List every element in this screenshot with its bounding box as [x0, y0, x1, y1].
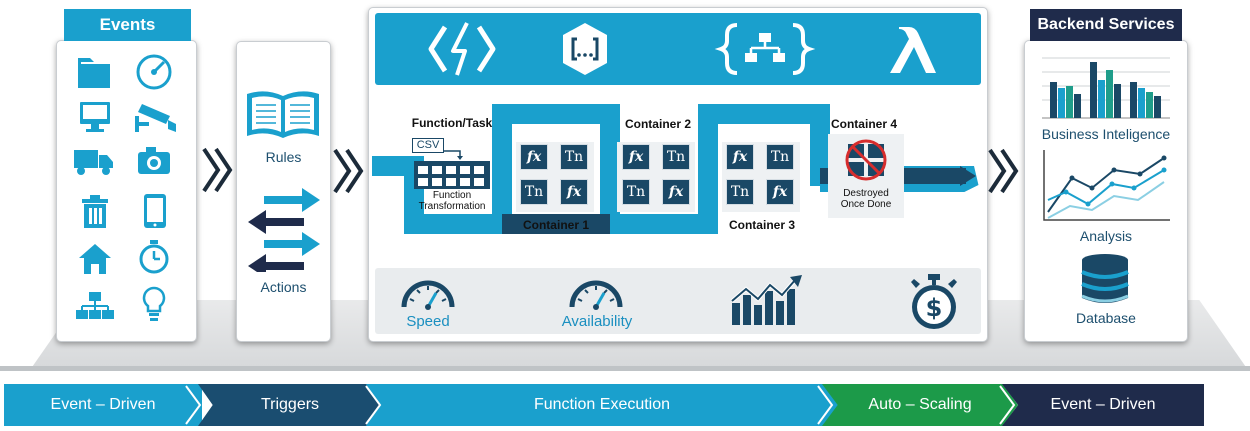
destroyed-container-icon — [845, 139, 887, 181]
truck-icon — [74, 150, 113, 175]
folder-icon — [78, 58, 111, 88]
phase-label: Event – Driven — [1050, 396, 1156, 413]
tablet-icon — [144, 194, 166, 228]
csv-label: CSV — [416, 139, 440, 151]
triggers-card — [236, 41, 331, 342]
swap-arrows-icon — [248, 188, 320, 272]
backend-title: Backend Services — [1030, 9, 1182, 41]
tn-tile: Tn — [520, 179, 548, 205]
execution-top-icons — [428, 22, 936, 76]
gauge-icon — [136, 54, 172, 90]
database-icon — [1081, 254, 1129, 303]
stage-rim — [0, 366, 1250, 371]
phase-triggers: Triggers — [198, 384, 382, 426]
availability-icon — [569, 280, 623, 310]
tn-tile: Tn — [622, 179, 650, 205]
svg-text:$: $ — [926, 294, 943, 322]
phase-label: Function Execution — [533, 396, 671, 413]
container-2-label: Container 2 — [624, 117, 691, 131]
phase-label: Auto – Scaling — [868, 396, 972, 413]
database-label: Database — [1076, 310, 1136, 326]
container-4-label: Container 4 — [830, 117, 897, 131]
camera-icon — [138, 147, 170, 174]
events-title: Events — [64, 9, 191, 41]
phase-separators — [185, 385, 1016, 425]
flow-chevron-3 — [988, 146, 1022, 201]
phase-event-driven-end: Event – Driven — [1002, 384, 1204, 426]
execution-top-banner — [375, 13, 981, 85]
structure-icon — [714, 23, 816, 75]
fx-tile: fx — [662, 179, 690, 205]
execution-bottom-panel — [375, 268, 981, 334]
trash-icon — [82, 195, 108, 228]
book-icon — [247, 91, 319, 138]
azure-functions-icon — [428, 22, 496, 76]
bi-bar-chart-icon — [1042, 57, 1170, 119]
phase-label: Triggers — [260, 396, 320, 413]
events-icons — [74, 54, 176, 321]
stopwatch-icon — [139, 240, 169, 274]
tn-tile: Tn — [766, 144, 794, 170]
monitor-icon — [80, 102, 110, 132]
cost-stopwatch-icon: $ — [911, 274, 957, 329]
flow-arrowhead — [960, 166, 976, 186]
phase-label: Event – Driven — [50, 396, 156, 413]
function-transformation-label: Function Transformation — [418, 190, 486, 212]
function-grid-icon — [414, 150, 490, 189]
growth-chart-icon — [730, 275, 802, 325]
flow-chevron-1 — [202, 145, 236, 205]
fx-tile: fx — [520, 144, 548, 170]
fx-tile: fx — [726, 144, 754, 170]
phase-function-execution: Function Execution — [366, 384, 838, 426]
container-1-label: Container 1 — [522, 218, 589, 232]
lightbulb-icon — [142, 286, 166, 321]
tn-tile: Tn — [662, 144, 690, 170]
phase-event-driven: Event – Driven — [4, 384, 202, 426]
lambda-icon — [890, 27, 936, 73]
tn-tile: Tn — [560, 144, 588, 170]
camera-security-icon — [135, 104, 176, 132]
home-icon — [79, 244, 111, 274]
speed-label: Speed — [406, 313, 450, 330]
bi-label: Business Inteligence — [1041, 126, 1171, 142]
container-4-box — [828, 134, 904, 218]
json-icon — [563, 23, 607, 75]
function-task-label: Function/Task — [411, 116, 493, 130]
fx-tile: fx — [622, 144, 650, 170]
flow-chevron-2 — [333, 146, 367, 201]
analysis-line-chart-icon — [1043, 150, 1170, 221]
events-card — [56, 40, 197, 342]
actions-label: Actions — [260, 279, 307, 295]
analysis-label: Analysis — [1079, 228, 1133, 244]
rules-label: Rules — [265, 149, 302, 165]
fx-tile: fx — [766, 179, 794, 205]
tn-tile: Tn — [726, 179, 754, 205]
destroyed-label: Destroyed Once Done — [840, 188, 892, 210]
speed-icon — [401, 280, 455, 310]
hierarchy-icon — [76, 292, 114, 319]
fx-tile: fx — [560, 179, 588, 205]
phase-auto-scaling: Auto – Scaling — [822, 384, 1018, 426]
availability-label: Availability — [561, 313, 633, 330]
container-3-label: Container 3 — [728, 218, 795, 232]
csv-badge: CSV — [412, 138, 444, 153]
